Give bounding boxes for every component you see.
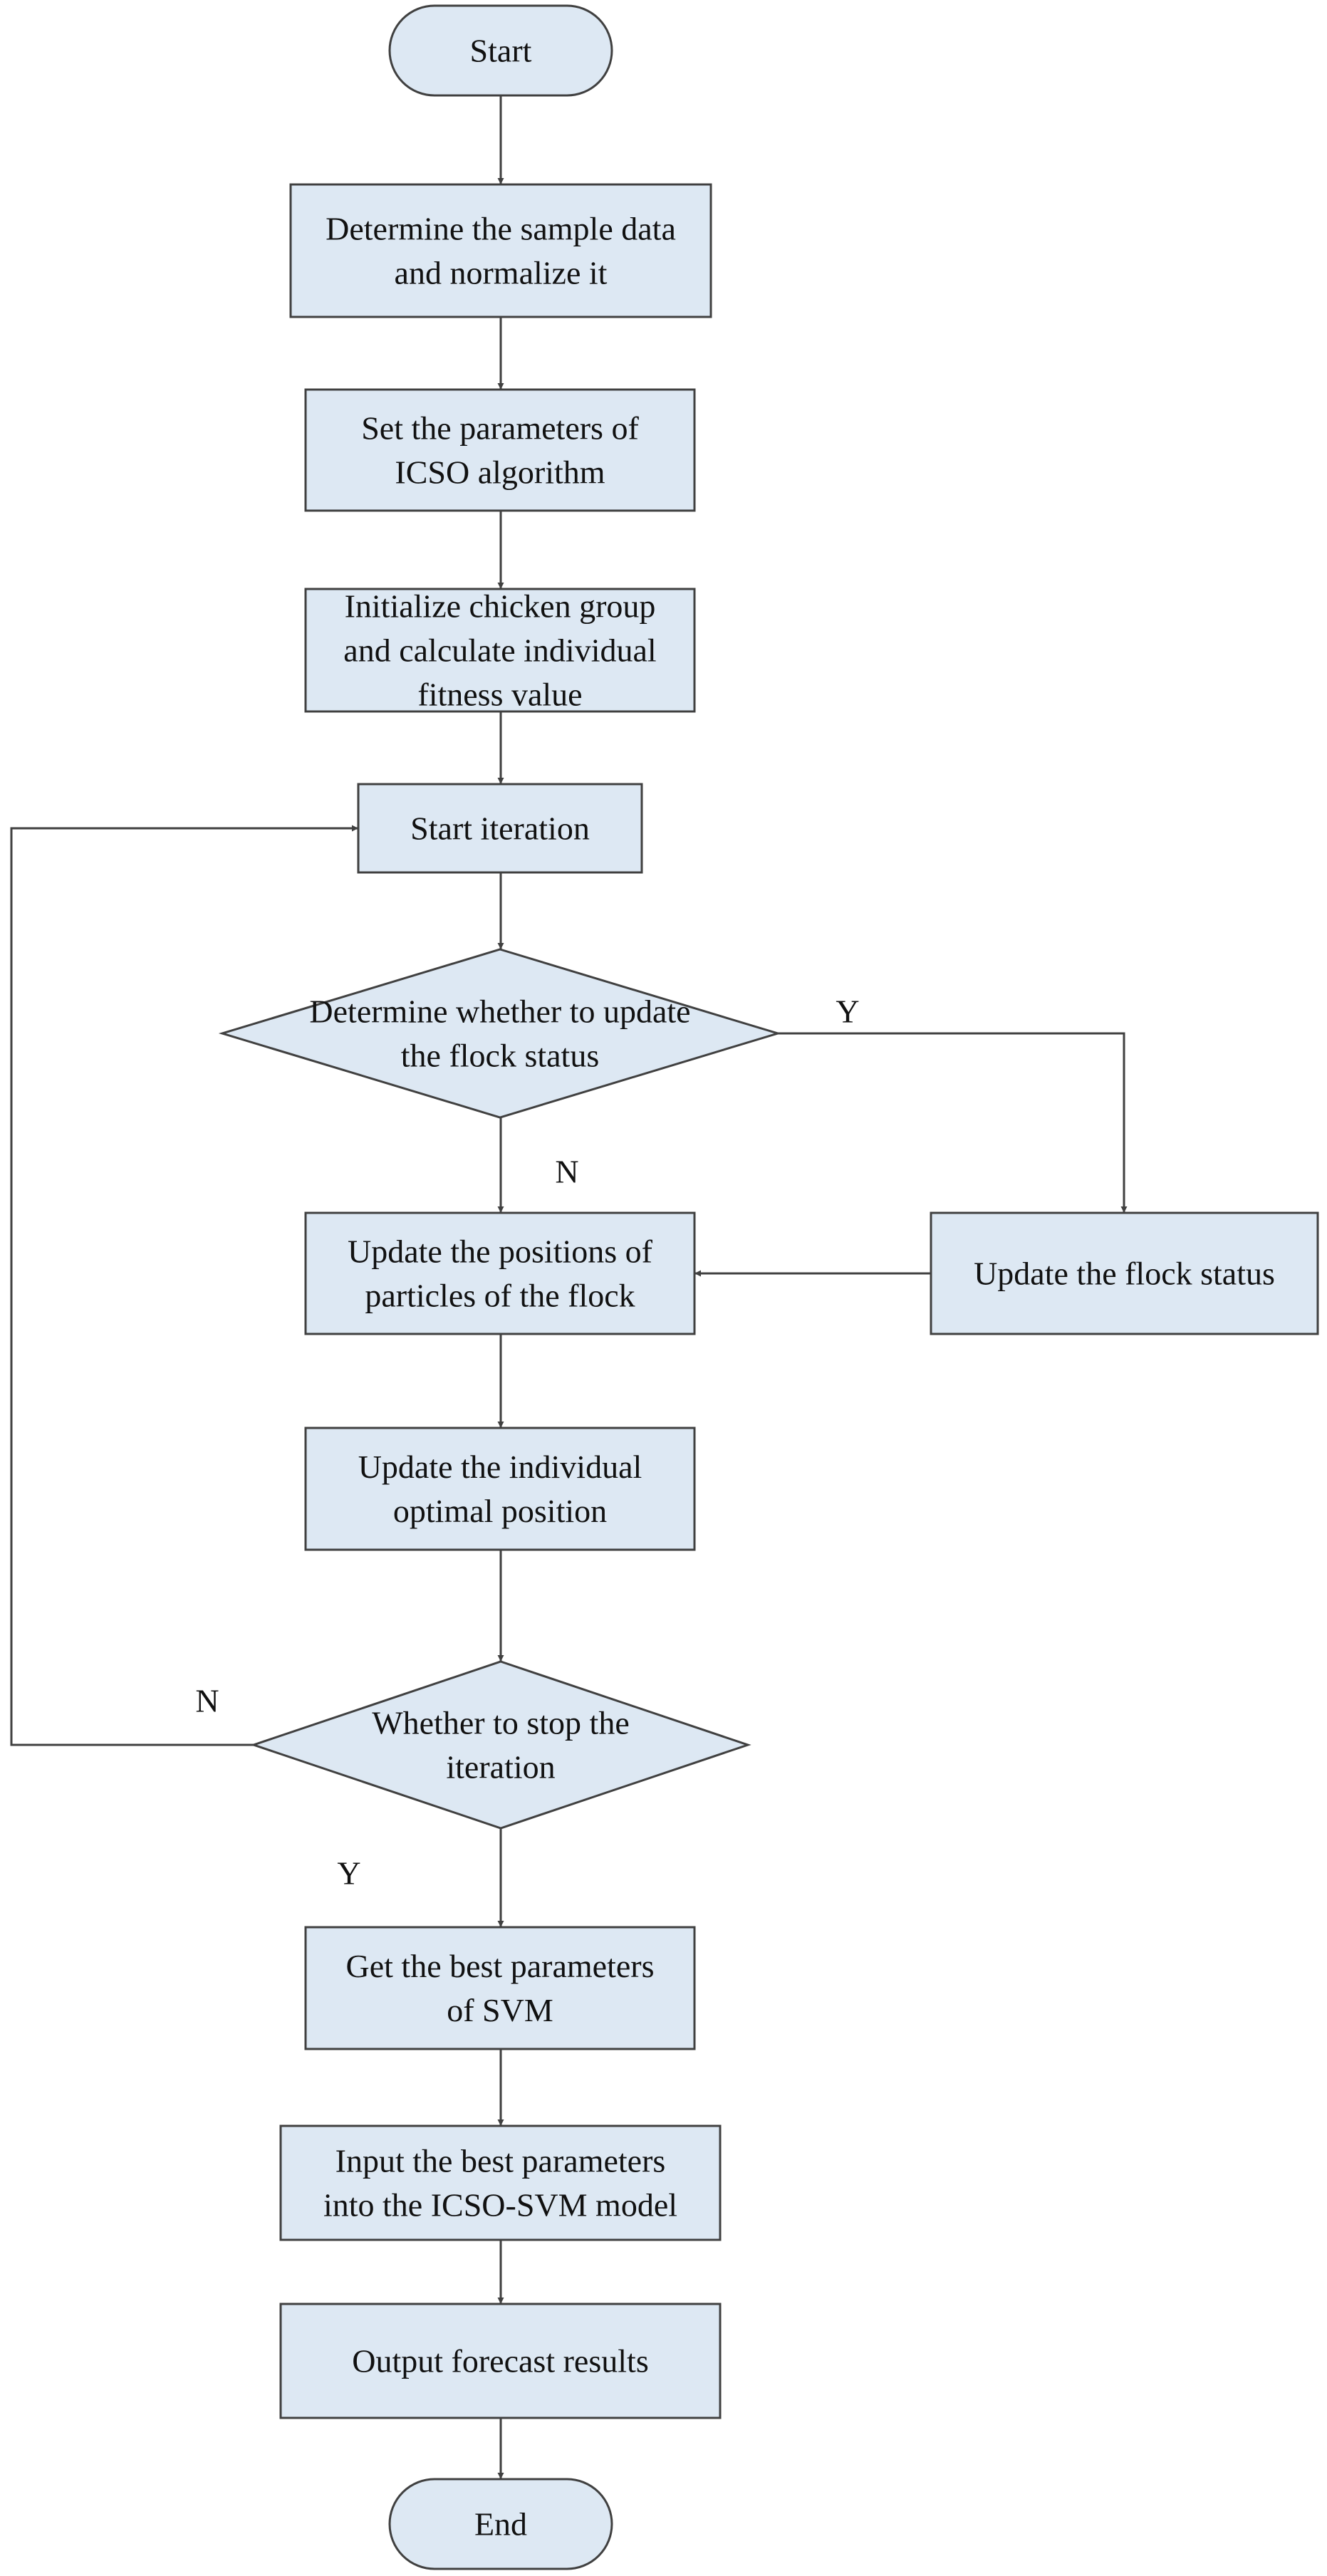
edge-d1-to-upd-pos: N <box>497 1117 579 1213</box>
node-output: Output forecast results <box>279 2303 722 2419</box>
node-label-line: Determine whether to update <box>309 994 690 1030</box>
node-label-line: Start <box>470 33 532 69</box>
node-label-line: ICSO algorithm <box>395 454 605 491</box>
node-label-line: Update the positions of <box>348 1234 653 1270</box>
node-label-line: Update the individual <box>358 1449 642 1485</box>
node-normalize: Determine the sample data and normalize i… <box>289 183 712 318</box>
process-box <box>279 2124 722 2241</box>
node-label-line: Determine the sample data <box>326 211 676 247</box>
edge-d1-to-upd-status: Y <box>778 994 1128 1213</box>
edge-label: Y <box>836 994 859 1030</box>
node-label-line: Initialize chicken group <box>345 588 656 625</box>
process-box <box>304 588 696 713</box>
node-iter: Start iteration <box>357 783 643 874</box>
node-best: Get the best parameters of SVM <box>304 1926 696 2050</box>
node-label-line: Get the best parameters <box>346 1948 655 1984</box>
node-label-line: and calculate individual <box>343 632 656 669</box>
node-input: Input the best parameters into the ICSO-S… <box>279 2124 722 2241</box>
process-box <box>304 1427 696 1551</box>
decision-diamond <box>218 948 782 1119</box>
edge-label: N <box>195 1683 219 1719</box>
process-box <box>304 1211 696 1335</box>
node-label-line: iteration <box>446 1749 555 1785</box>
terminal-shape <box>388 2478 613 2570</box>
node-params: Set the parameters of ICSO algorithm <box>304 388 696 512</box>
node-label-line: the flock status <box>401 1038 600 1074</box>
node-start: Start <box>388 4 613 97</box>
connector-arrow <box>10 825 358 1746</box>
terminal-shape <box>388 4 613 97</box>
node-upd-status: Update the flock status <box>930 1211 1319 1335</box>
process-box <box>304 388 696 512</box>
node-upd-pos: Update the positions of particles of the … <box>304 1211 696 1335</box>
node-label-line: Set the parameters of <box>361 410 639 447</box>
node-label-line: into the ICSO-SVM model <box>323 2187 677 2223</box>
node-label-line: End <box>474 2506 527 2543</box>
edge-d2-to-iter: N <box>10 825 358 1746</box>
node-init: Initialize chicken group and calculate in… <box>304 588 696 713</box>
process-box <box>304 1926 696 2050</box>
process-box <box>357 783 643 874</box>
node-end: End <box>388 2478 613 2570</box>
process-box <box>279 2303 722 2419</box>
node-label-line: Start iteration <box>410 810 590 847</box>
node-label-line: Update the flock status <box>974 1256 1275 1292</box>
node-label-line: Output forecast results <box>352 2343 648 2379</box>
node-d2: Whether to stop the iteration <box>250 1660 751 1830</box>
node-label-line: and normalize it <box>395 255 608 291</box>
node-label-line: particles of the flock <box>365 1278 635 1314</box>
node-label-line: optimal position <box>393 1493 607 1529</box>
node-d1: Determine whether to update the flock sta… <box>218 948 782 1119</box>
connector-arrow <box>778 1032 1128 1213</box>
process-box <box>289 183 712 318</box>
decision-diamond <box>250 1660 751 1830</box>
node-label-line: Input the best parameters <box>335 2143 666 2179</box>
node-label-line: of SVM <box>447 1992 553 2028</box>
edge-d2-to-best: Y <box>337 1828 504 1927</box>
edge-label: Y <box>337 1855 360 1892</box>
node-label-line: fitness value <box>417 677 582 713</box>
edge-label: N <box>555 1154 578 1190</box>
node-upd-ind: Update the individual optimal position <box>304 1427 696 1551</box>
node-label-line: Whether to stop the <box>372 1705 630 1741</box>
process-box <box>930 1211 1319 1335</box>
